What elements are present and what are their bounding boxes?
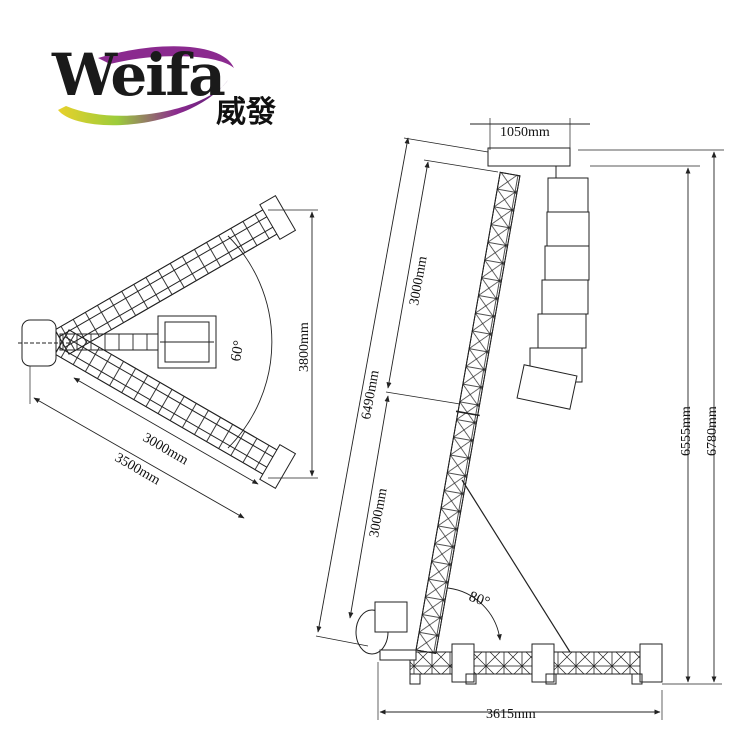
side-base-width-label: 3615mm <box>486 707 536 722</box>
plan-view <box>18 194 318 519</box>
brand-wordmark: Weifa <box>52 41 226 109</box>
side-diagonal-label: 6490mm <box>359 369 382 421</box>
plan-width-label: 3800mm <box>297 322 312 372</box>
brand-chinese-name: 威發 <box>216 95 276 130</box>
side-brace <box>461 479 571 653</box>
side-mast-truss <box>415 171 521 655</box>
plan-center-truss <box>59 315 217 369</box>
side-base-truss <box>409 643 663 685</box>
logo-swoosh-icon <box>58 46 234 126</box>
plan-upper-arm <box>54 194 297 355</box>
plan-angle-label: 60° <box>228 339 247 362</box>
side-line-array <box>516 166 590 410</box>
side-view <box>315 118 724 720</box>
side-angle-label: 80° <box>467 589 492 611</box>
brand-logo: Weifa 威發 <box>38 40 318 135</box>
side-speaker-height-label: 6555mm <box>679 406 694 456</box>
side-top-width-label: 1050mm <box>500 125 550 140</box>
side-winch <box>355 601 417 661</box>
side-head-plate <box>487 147 571 167</box>
side-upper-truss-label: 3000mm <box>407 255 430 307</box>
plan-outer-length-label: 3500mm <box>112 450 163 488</box>
side-angle-arc <box>447 587 502 641</box>
side-total-height-label: 6780mm <box>705 406 720 456</box>
